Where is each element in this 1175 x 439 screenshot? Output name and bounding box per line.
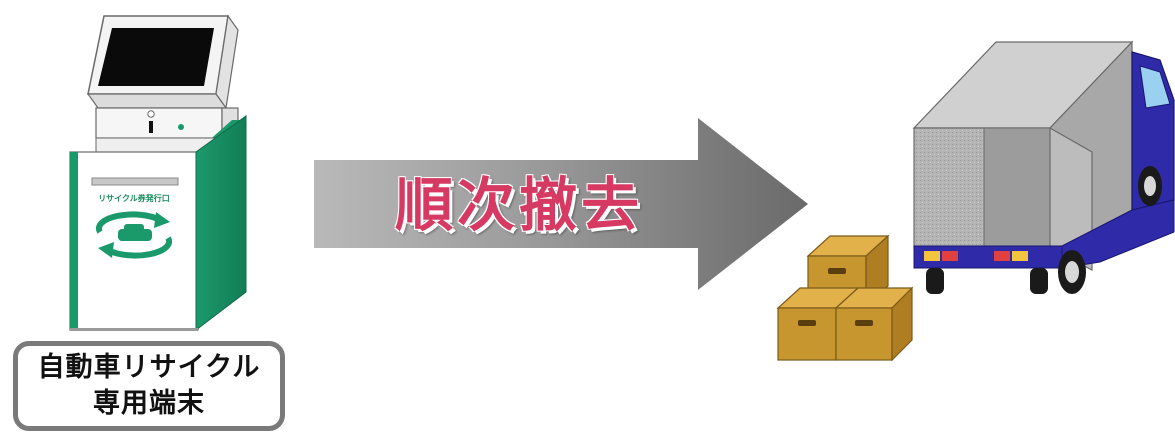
terminal-label-box: 自動車リサイクル 専用端末 xyxy=(13,341,285,431)
terminal-label-line2: 専用端末 xyxy=(93,388,205,419)
terminal-panel-text: リサイクル券発行口 xyxy=(98,193,170,203)
terminal-label-line1: 自動車リサイクル xyxy=(37,352,261,383)
recycle-car-logo-icon xyxy=(95,211,173,259)
delivery-truck-icon xyxy=(912,40,1175,294)
right-arrow-icon xyxy=(314,118,808,290)
arrow-label: 順次撤去 xyxy=(395,171,644,239)
cardboard-boxes-icon xyxy=(776,234,914,362)
kiosk-terminal-icon: リサイクル券発行口 xyxy=(69,14,247,332)
